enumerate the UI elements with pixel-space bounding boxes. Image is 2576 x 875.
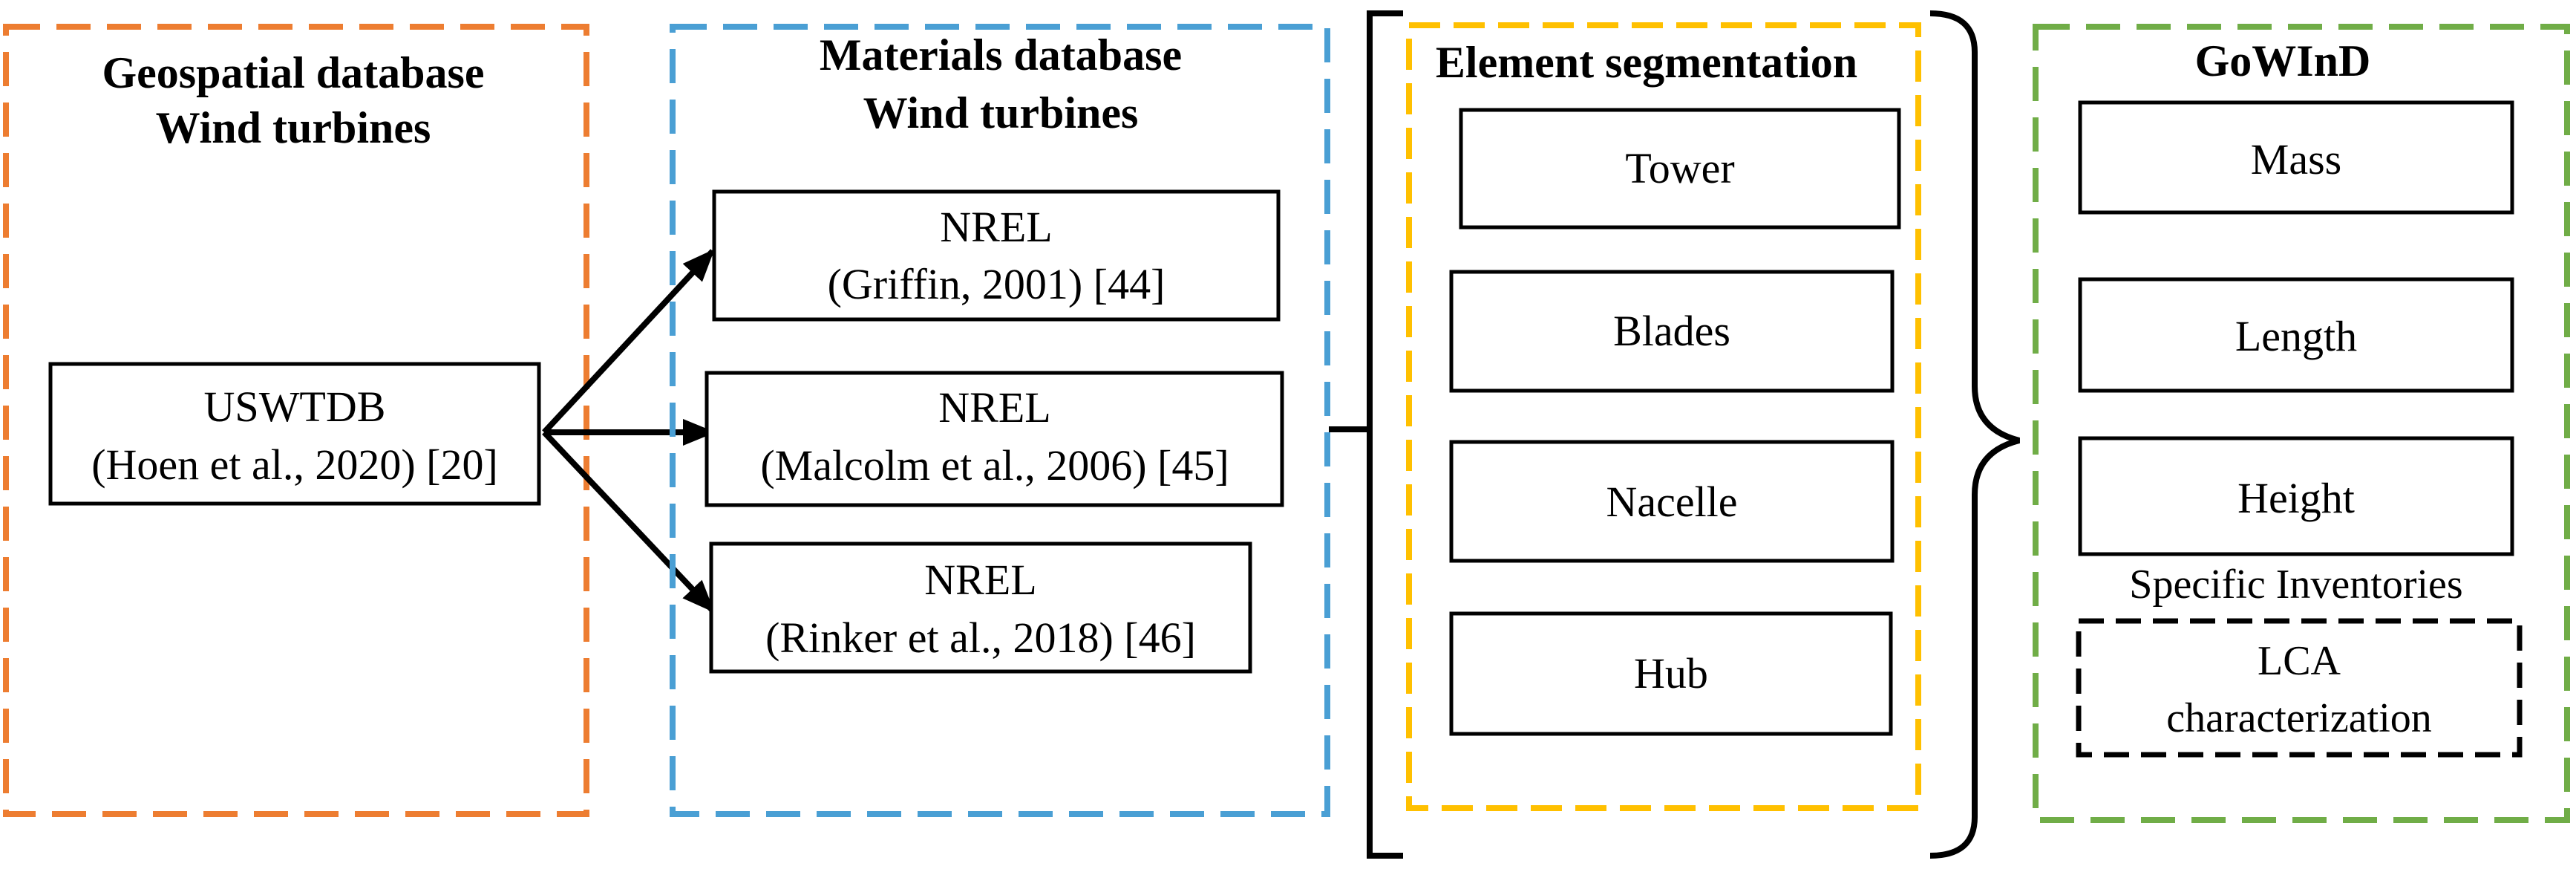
left-bracket (1329, 10, 1403, 859)
nrel-malcolm-box (705, 371, 1284, 507)
specific-inventories-label: Specific Inventories (2129, 562, 2462, 608)
right-brace (1929, 10, 2021, 859)
hub-label: Hub (1634, 649, 1708, 697)
tower-box (1459, 108, 1901, 230)
materials-panel: Materials database Wind turbines NREL (G… (670, 24, 1330, 817)
materials-title-line1: Materials database (820, 30, 1182, 79)
length-box (2078, 277, 2514, 393)
arrow-to-griffin (542, 249, 715, 435)
uswtdb-citation: (Hoen et al., 2020) [20] (91, 440, 498, 489)
fanout-arrows (542, 249, 716, 613)
nrel-rinker-citation: (Rinker et al., 2018) [46] (765, 614, 1196, 662)
nrel-griffin-citation: (Griffin, 2001) [44] (828, 260, 1166, 308)
nrel-rinker-box (709, 541, 1252, 674)
nrel-griffin-box (712, 189, 1281, 322)
segmentation-panel: Element segmentation Tower Blades Nacell… (1406, 22, 1921, 811)
mass-box (2078, 100, 2514, 215)
nrel-griffin-label: NREL (940, 203, 1052, 251)
gowind-panel-border (2033, 24, 2570, 823)
materials-title-line2: Wind turbines (863, 88, 1139, 137)
geospatial-panel: Geospatial database Wind turbines USWTDB… (3, 24, 589, 817)
gowind-panel: GoWInD Mass Length Height Specific Inven… (2033, 24, 2570, 823)
nrel-rinker-label: NREL (924, 556, 1036, 604)
arrow-to-rinker (542, 430, 715, 613)
mass-label: Mass (2251, 135, 2341, 183)
hub-box (1449, 611, 1893, 736)
uswtdb-box (48, 362, 541, 506)
geospatial-title-line2: Wind turbines (156, 103, 431, 152)
height-box (2078, 436, 2514, 556)
nacelle-label: Nacelle (1606, 478, 1737, 526)
geospatial-panel-border (3, 24, 589, 817)
blades-label: Blades (1613, 307, 1730, 355)
segmentation-panel-border (1406, 22, 1921, 811)
geospatial-title-line1: Geospatial database (102, 48, 484, 97)
lca-label: LCA (2258, 638, 2341, 684)
right-curly-brace (1929, 10, 2021, 859)
nacelle-box (1449, 440, 1895, 563)
nrel-malcolm-citation: (Malcolm et al., 2006) [45] (760, 441, 1229, 489)
segmentation-title: Element segmentation (1436, 38, 1857, 87)
nrel-malcolm-label: NREL (938, 383, 1050, 432)
blades-box (1449, 270, 1895, 393)
height-label: Height (2237, 474, 2355, 522)
uswtdb-label: USWTDB (204, 383, 386, 431)
lca-characterization-label: characterization (2166, 695, 2432, 741)
left-square-bracket (1367, 10, 1403, 859)
gowind-title: GoWInD (2195, 36, 2371, 85)
tower-label: Tower (1625, 144, 1734, 192)
lca-box (2076, 618, 2523, 758)
length-label: Length (2235, 312, 2357, 360)
materials-panel-border (670, 24, 1330, 817)
